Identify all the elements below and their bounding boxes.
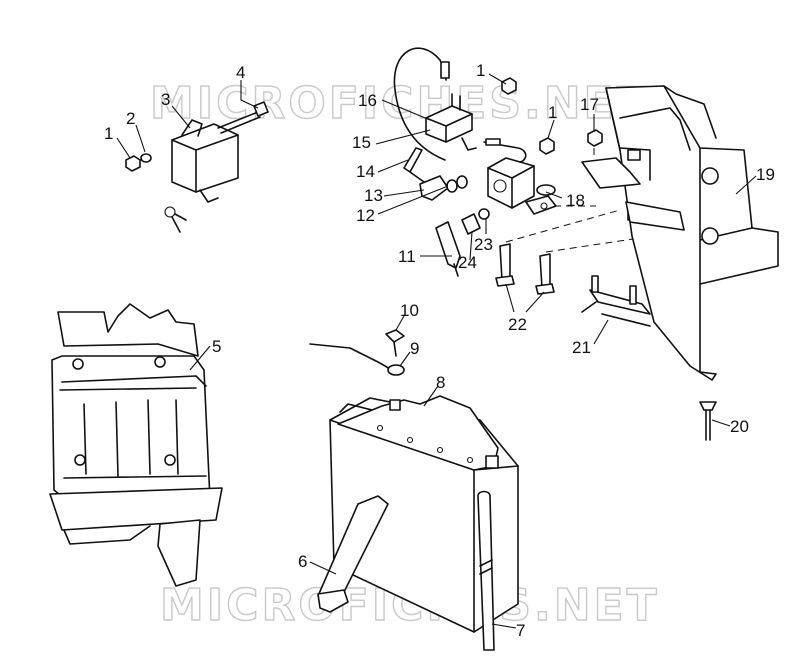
callout-7: 7 — [516, 621, 525, 640]
callout-13: 13 — [364, 186, 383, 205]
callout-17: 17 — [580, 95, 599, 114]
callout-9: 9 — [410, 339, 419, 358]
callout-20: 20 — [730, 417, 749, 436]
callout-23: 23 — [474, 235, 493, 254]
relay-module-part — [125, 101, 269, 233]
callout-14: 14 — [356, 162, 375, 181]
callout-3: 3 — [161, 90, 170, 109]
callout-19: 19 — [756, 165, 775, 184]
callout-15: 15 — [352, 133, 371, 152]
watermark-top: MICROFICHES.NET — [150, 78, 650, 129]
callout-16: 16 — [358, 91, 377, 110]
callout-10: 10 — [400, 301, 419, 320]
callout-1-nut-left: 1 — [104, 124, 113, 143]
callout-24: 24 — [458, 253, 477, 272]
callout-11: 11 — [398, 247, 416, 266]
callout-6: 6 — [298, 552, 307, 571]
callout-22: 22 — [508, 315, 527, 334]
callout-labels: 1 2 3 4 1 16 15 14 13 12 1 18 17 19 23 1… — [104, 61, 775, 640]
callout-1-nut-top: 1 — [476, 61, 485, 80]
battery-tray-part — [49, 303, 223, 587]
callout-2: 2 — [126, 109, 135, 128]
mounting-bracket-part — [581, 85, 779, 441]
callout-21: 21 — [572, 338, 591, 357]
leader-lines — [116, 73, 757, 629]
callout-18: 18 — [566, 191, 585, 210]
callout-8: 8 — [436, 373, 445, 392]
callout-4: 4 — [236, 63, 245, 82]
callout-12: 12 — [356, 206, 375, 225]
callout-1-nut-right: 1 — [548, 103, 557, 122]
callout-5: 5 — [212, 337, 221, 356]
battery-part — [309, 329, 519, 651]
